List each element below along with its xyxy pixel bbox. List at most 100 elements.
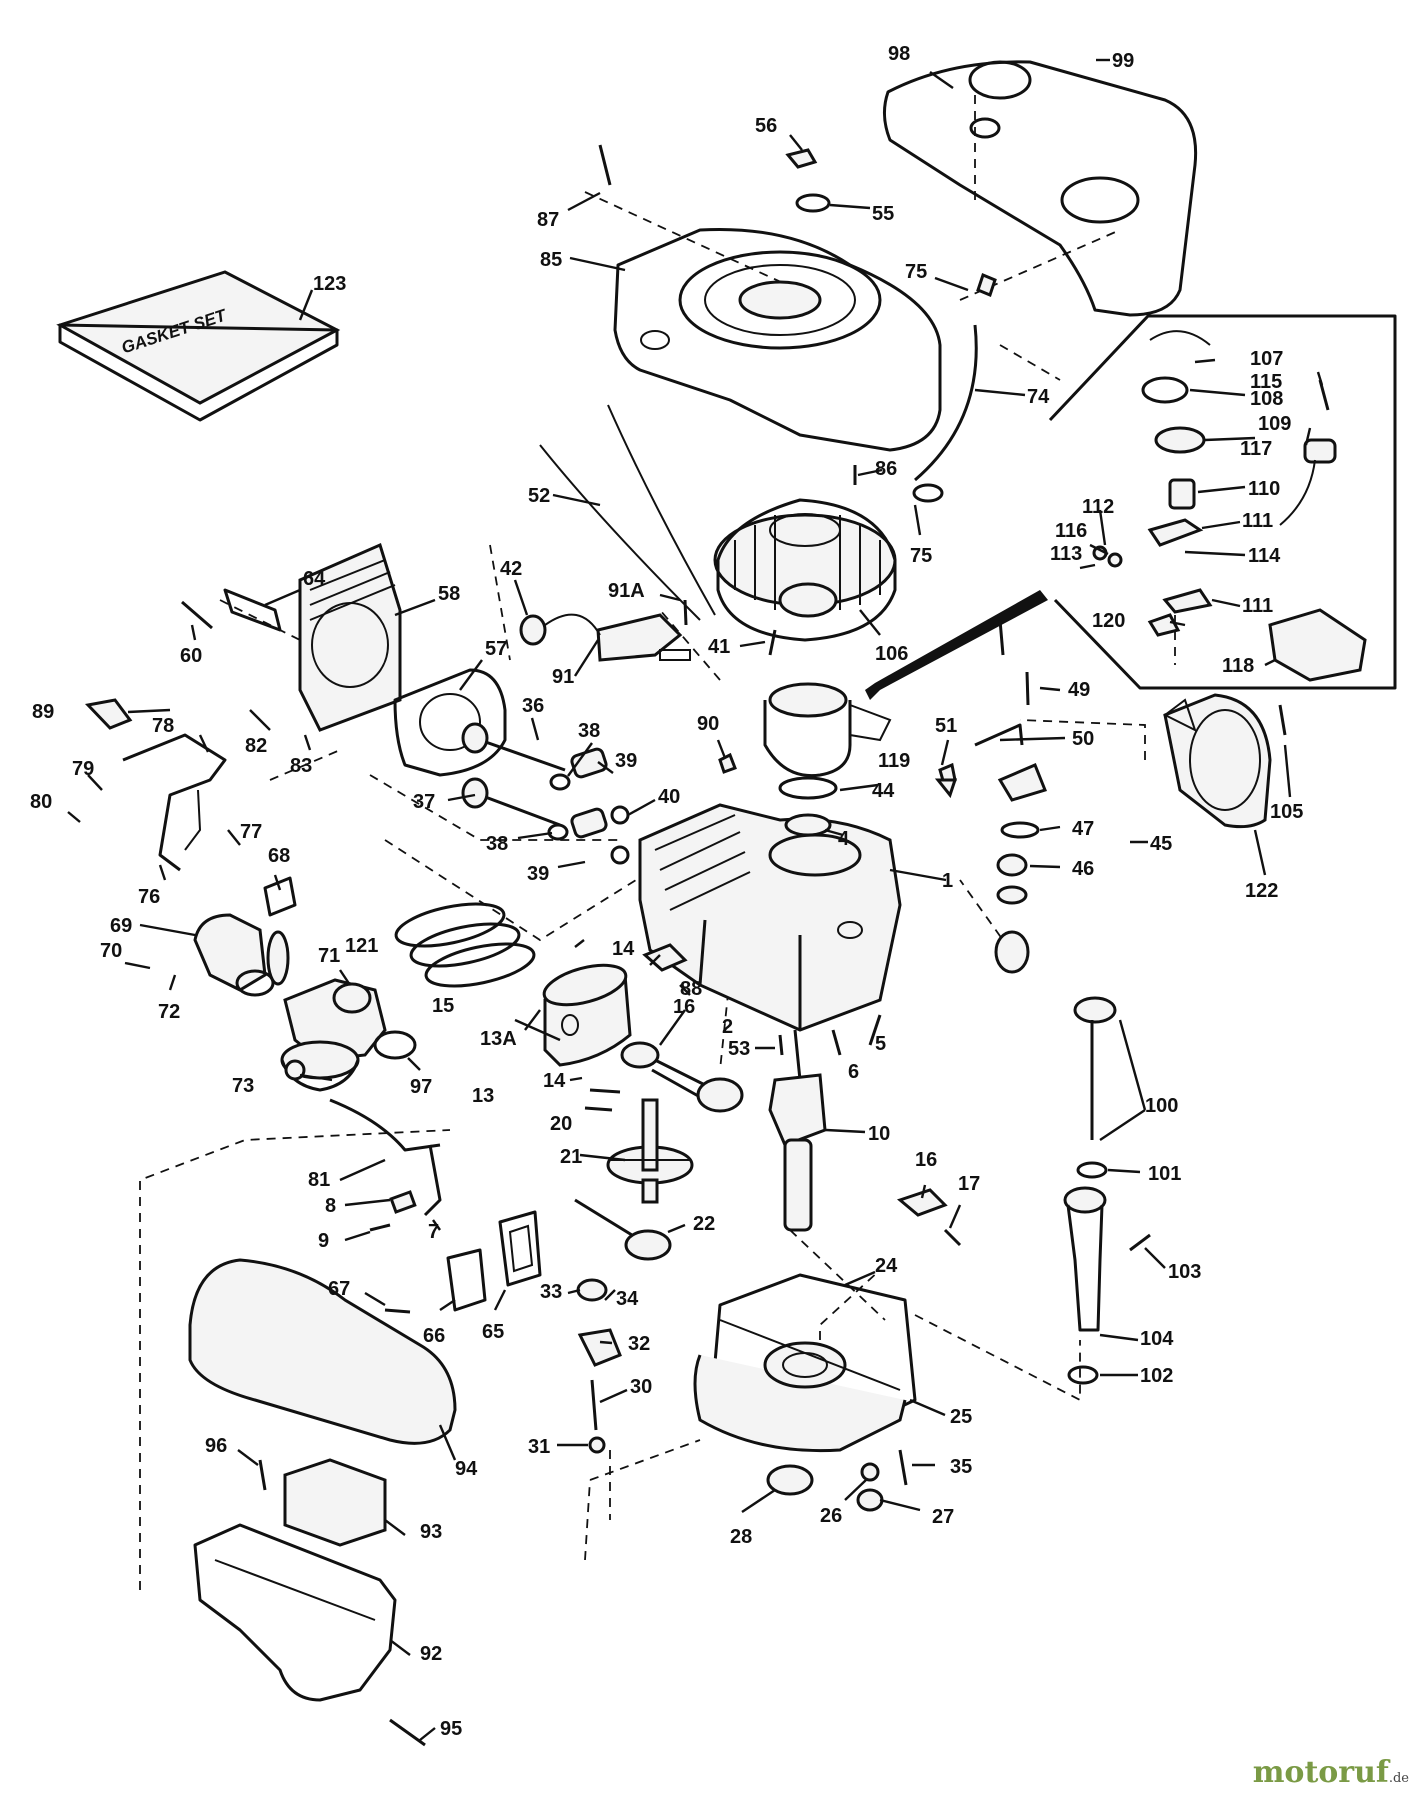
breather-gasket [446, 1248, 487, 1312]
callout-67: 67 [328, 1278, 350, 1300]
callout-41: 41 [708, 636, 730, 658]
callout-7: 7 [428, 1221, 439, 1243]
callout-8: 8 [325, 1195, 336, 1217]
callout-52: 52 [528, 485, 550, 507]
governor-spring [84, 698, 133, 730]
callout-45: 45 [1150, 833, 1172, 855]
callout-105: 105 [1270, 801, 1303, 823]
callout-109: 109 [1258, 413, 1291, 435]
callout-31: 31 [528, 1436, 550, 1458]
callout-64: 64 [303, 568, 326, 590]
callout-112: 112 [1082, 496, 1114, 518]
callout-4: 4 [838, 828, 850, 850]
callout-82: 82 [245, 735, 267, 757]
crankshaft [768, 1029, 827, 1232]
callout-120: 120 [1092, 610, 1125, 632]
callout-40: 40 [658, 786, 680, 808]
engine-cover-shroud [883, 60, 1198, 317]
callout-113: 113 [1050, 543, 1082, 565]
intake-gasket [263, 876, 297, 917]
watermark-brand: motoruf [1252, 1755, 1389, 1790]
callout-36: 36 [522, 695, 544, 717]
oil-fill-tube [1063, 1186, 1107, 1332]
dipstick [1073, 996, 1117, 1140]
callout-86: 86 [875, 458, 897, 480]
blower-housing [613, 227, 942, 452]
flywheel-adapter [763, 682, 892, 778]
callout-16b: 16 [915, 1149, 937, 1171]
callout-101: 101 [1148, 1163, 1181, 1185]
callout-14b: 14 [543, 1070, 566, 1092]
tappet [589, 1088, 621, 1094]
callout-68: 68 [268, 845, 290, 867]
crankcase-cover [693, 1273, 917, 1453]
governor-gear [574, 1198, 672, 1261]
callout-75b: 75 [910, 545, 932, 567]
callout-33: 33 [540, 1281, 562, 1303]
callout-9: 9 [318, 1230, 329, 1252]
governor-cup [577, 1328, 622, 1367]
callout-119: 119 [878, 750, 910, 772]
callout-99: 99 [1112, 50, 1134, 72]
callout-110: 110 [1248, 478, 1280, 500]
ignition-wire [539, 444, 701, 621]
dipstick-oring [1076, 1161, 1108, 1179]
callout-104: 104 [1140, 1328, 1174, 1350]
ignition-points-inset [1048, 314, 1397, 690]
callout-13: 13 [472, 1085, 494, 1107]
callout-89: 89 [32, 701, 54, 723]
carb-nut [284, 1059, 306, 1081]
callout-57: 57 [485, 638, 507, 660]
valves [461, 722, 566, 827]
callout-5: 5 [875, 1033, 886, 1055]
callout-37: 37 [413, 791, 435, 813]
cylinder-head [298, 542, 402, 732]
callout-88: 88 [680, 978, 702, 1000]
gasket-set-kit: GASKET SET [56, 270, 341, 422]
callout-27: 27 [932, 1506, 954, 1528]
callout-80: 80 [30, 791, 52, 813]
callout-92: 92 [420, 1643, 442, 1665]
air-filter-element [283, 1458, 387, 1547]
breather [642, 943, 688, 972]
callout-77: 77 [240, 821, 262, 843]
callout-70: 70 [100, 940, 122, 962]
flywheel [713, 498, 897, 642]
callout-118: 118 [1222, 655, 1254, 677]
callout-10: 10 [868, 1123, 890, 1145]
callout-6: 6 [848, 1061, 859, 1083]
callout-102: 102 [1140, 1365, 1173, 1387]
part-shapes: GASKET SET [56, 60, 1397, 1747]
callout-66: 66 [423, 1325, 445, 1347]
callout-98: 98 [888, 43, 910, 65]
callout-97: 97 [410, 1076, 432, 1098]
callout-13a: 13A [480, 1028, 517, 1050]
callout-28: 28 [730, 1526, 752, 1548]
callout-65: 65 [482, 1321, 504, 1343]
callout-25: 25 [950, 1406, 972, 1428]
callout-39a: 39 [615, 750, 637, 772]
callout-91a: 91A [608, 580, 645, 602]
callout-24: 24 [875, 1255, 898, 1277]
piston-rings [394, 902, 536, 988]
callout-90: 90 [697, 713, 719, 735]
callout-83: 83 [290, 755, 312, 777]
callout-106: 106 [875, 643, 908, 665]
callout-73: 73 [232, 1075, 254, 1097]
carburetor [280, 978, 387, 1092]
inset-arrow [865, 590, 1048, 700]
callout-32: 32 [628, 1333, 650, 1355]
callout-21: 21 [560, 1146, 582, 1168]
air-cleaner-gasket [373, 1030, 417, 1060]
callout-42: 42 [500, 558, 522, 580]
motoruf-watermark: motoruf.de [1253, 1755, 1409, 1790]
spark-plug [223, 588, 282, 632]
callout-93: 93 [420, 1521, 442, 1543]
governor-link [329, 1098, 441, 1152]
camshaft [606, 1098, 694, 1204]
callout-2: 2 [722, 1016, 733, 1038]
head-gasket [393, 668, 507, 777]
callout-114: 114 [1248, 545, 1281, 567]
callout-116: 116 [1055, 520, 1087, 542]
